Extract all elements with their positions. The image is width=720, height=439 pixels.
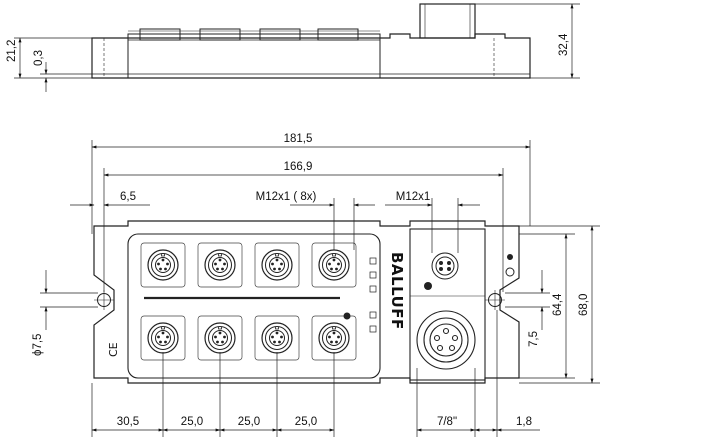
- dim-64-4: 64,4: [552, 293, 564, 316]
- dim-30-5: 30,5: [117, 416, 139, 428]
- side-port-block: [127, 33, 381, 79]
- port-connector-7: [261, 322, 293, 354]
- dim-0-3: 0,3: [33, 50, 45, 66]
- dim-7-5: 7,5: [528, 331, 540, 347]
- dim-25-0-a: 25,0: [181, 416, 203, 428]
- dim-25-0-c: 25,0: [295, 416, 317, 428]
- side-connector-3: [259, 28, 301, 41]
- led-4: [369, 311, 377, 319]
- port-field: [127, 233, 381, 379]
- led-3: [369, 285, 377, 293]
- side-connector-2: [199, 28, 241, 41]
- dim-diameter: ϕ7,5: [32, 334, 44, 356]
- label-m12-bus: M12x1: [396, 191, 431, 203]
- side-connector-1: [139, 28, 181, 41]
- port-connector-3: [261, 249, 293, 281]
- ground-screw: [424, 282, 432, 290]
- ground-symbol: [505, 267, 515, 277]
- top-body-outline: [93, 220, 520, 384]
- led-1: [369, 257, 377, 265]
- led-2: [369, 271, 377, 279]
- mounting-hole-right: [485, 290, 505, 310]
- brand-logo: BALLUFF: [388, 252, 406, 330]
- dim-181-5: 181,5: [284, 133, 313, 145]
- top-dims: [40, 140, 600, 437]
- ce-mark: CE: [107, 342, 120, 357]
- port-connector-4: [318, 249, 350, 281]
- label-m12-port: M12x1 ( 8x): [256, 191, 317, 203]
- mounting-hole-left: [94, 290, 114, 310]
- port-connector-5: [147, 322, 179, 354]
- port-connector-6: [204, 322, 236, 354]
- top-body-edges: [94, 225, 128, 379]
- ground-dot: [507, 254, 513, 260]
- dim-166-9: 166,9: [284, 161, 313, 173]
- dim-21-2: 21,2: [6, 40, 18, 62]
- port-screw: [343, 312, 351, 320]
- top-view: [93, 220, 520, 384]
- bus-connector-small: [431, 252, 459, 280]
- dim-32-4: 32,4: [558, 33, 570, 56]
- dim-25-0-b: 25,0: [238, 416, 260, 428]
- dim-7-8: 7/8": [437, 416, 457, 428]
- dim-1-8: 1,8: [516, 416, 532, 428]
- side-view: [91, 3, 531, 79]
- dim-68-0: 68,0: [578, 294, 590, 316]
- bus-connector-large: [416, 310, 476, 370]
- port-connector-8: [318, 322, 350, 354]
- bus-module: [409, 228, 486, 381]
- port-connector-2: [204, 249, 236, 281]
- side-connector-4: [317, 28, 359, 41]
- side-bus-connector: [419, 3, 476, 39]
- side-dims: [14, 3, 580, 92]
- port-connectors: [147, 249, 350, 354]
- dim-6-5: 6,5: [120, 191, 136, 203]
- port-connector-1: [147, 249, 179, 281]
- led-5: [369, 325, 377, 333]
- side-body-outline: [91, 33, 531, 79]
